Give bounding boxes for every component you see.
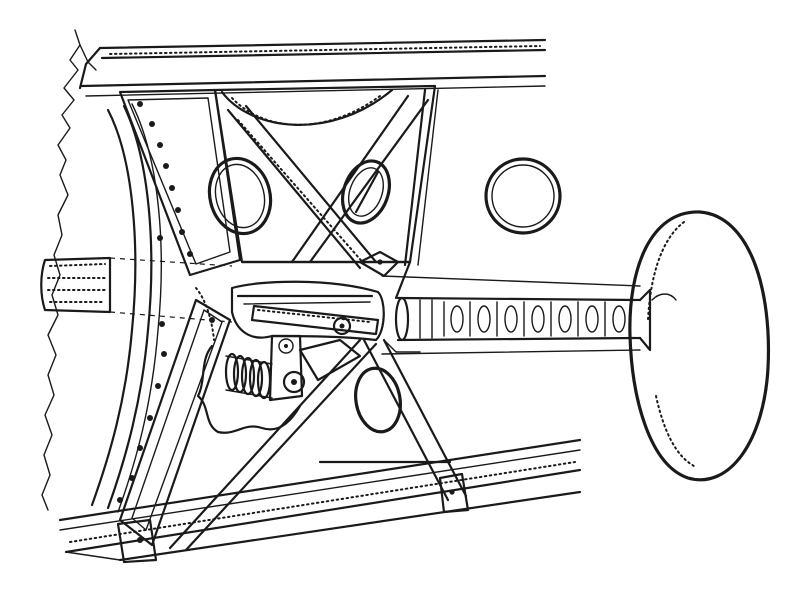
- lightening-hole-right: [484, 157, 562, 235]
- shaft-stub: [40, 256, 233, 323]
- center-hub: [240, 250, 412, 353]
- bracket-pin: [282, 370, 306, 394]
- lower-bracket-left: [116, 518, 158, 564]
- latch-mechanism: [196, 280, 385, 434]
- gusset-plate-upper: [118, 88, 242, 277]
- lower-longeron: [58, 438, 582, 564]
- upper-longeron: [78, 38, 547, 97]
- lightening-hole-left: [207, 156, 273, 236]
- lightening-hole-lower: [354, 366, 402, 434]
- torn-edge-panel: [41, 29, 162, 513]
- rivet-row: [137, 101, 193, 257]
- shaft-housing-slots: [419, 299, 626, 339]
- latch-bar: [250, 304, 380, 336]
- lower-bracket: [438, 472, 470, 514]
- lightening-hole-center: [341, 159, 391, 225]
- mushroom-knob[interactable]: [628, 210, 771, 482]
- control-shaft: [381, 275, 642, 355]
- coil-spring: [224, 352, 273, 400]
- upper-x-frame: [213, 84, 439, 270]
- lightening-holes: [207, 156, 562, 434]
- latch-pivot: [332, 316, 352, 336]
